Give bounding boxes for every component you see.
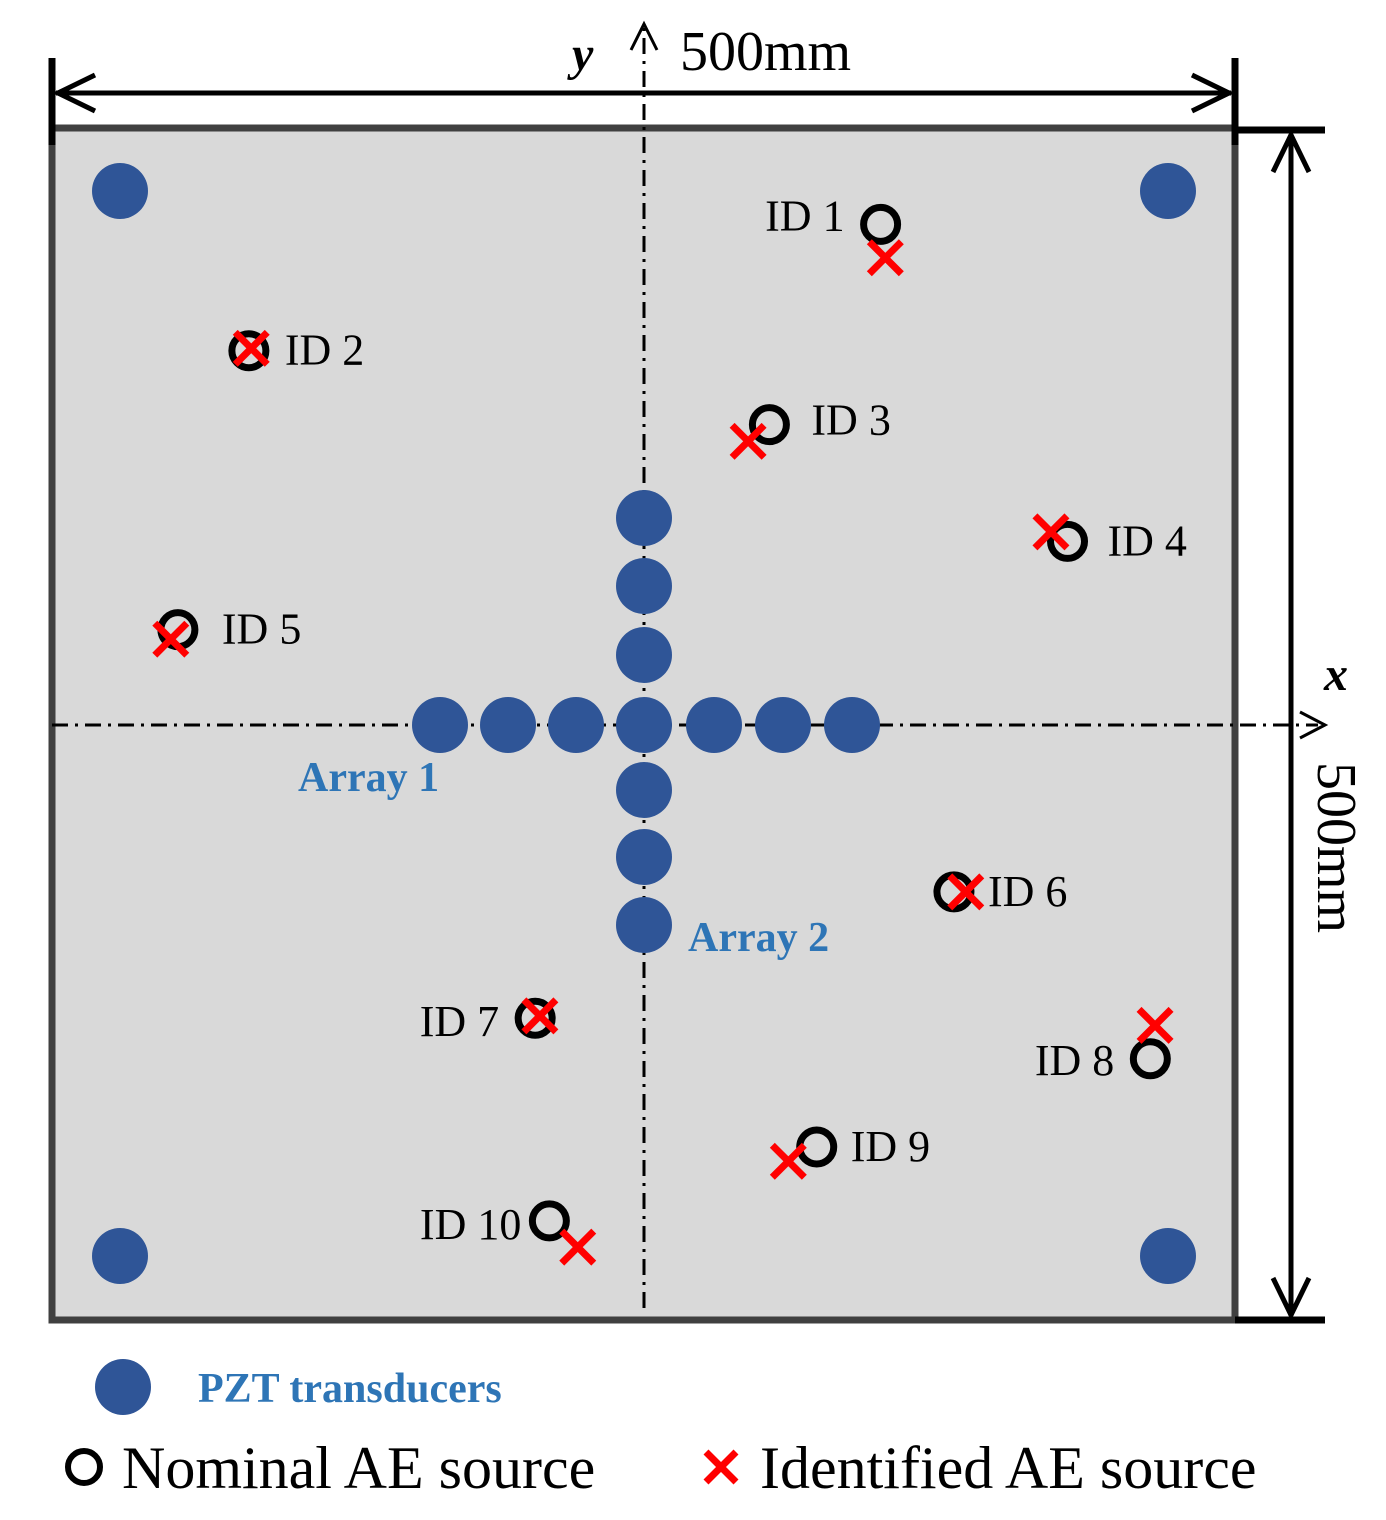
nominal-source-marker (228, 330, 270, 372)
y-axis-label: y (567, 28, 594, 81)
identified-source-marker (947, 873, 985, 911)
source-id-label: ID 2 (285, 326, 364, 375)
array-2-transducer (616, 829, 672, 885)
array-1-transducer (824, 697, 880, 753)
array-1-transducer (686, 697, 742, 753)
source-id-label: ID 1 (765, 191, 844, 240)
identified-source-marker (866, 239, 904, 277)
source-id-label: ID 7 (420, 997, 499, 1046)
ae-source-group: ID 3 (729, 396, 891, 460)
legend-identified-label: Identified AE source (760, 1435, 1257, 1501)
array-2-transducer (616, 897, 672, 953)
nominal-source-marker (748, 404, 790, 446)
source-id-label: ID 6 (988, 867, 1067, 916)
identified-source-marker (729, 422, 767, 460)
array-1-label: Array 1 (298, 755, 439, 801)
array-1-transducer (548, 697, 604, 753)
top-dimension-label: 500mm (680, 21, 851, 83)
identified-source-marker (521, 997, 559, 1035)
ae-source-group: ID 7 (420, 997, 559, 1046)
legend-transducer-swatch (95, 1359, 151, 1415)
array-2-transducer (616, 627, 672, 683)
nominal-source-marker (1047, 520, 1089, 562)
array-1-transducer (480, 697, 536, 753)
ae-source-group: ID 8 (1035, 1006, 1174, 1085)
corner-transducer-top-right (1140, 163, 1196, 219)
array-2-label: Array 2 (688, 915, 829, 961)
source-id-label: ID 3 (811, 396, 890, 445)
identified-source-marker (232, 329, 270, 367)
ae-sources: ID 1 ID 2 ID 3 ID 4 ID 5 ID 6 ID 7 ID 8 ID 9 ID 1… (152, 191, 1187, 1266)
nominal-source-marker (860, 203, 902, 245)
nominal-source-marker (528, 1200, 570, 1242)
identified-source-marker (152, 620, 190, 658)
source-id-label: ID 5 (222, 605, 301, 654)
array-1-transducer (412, 697, 468, 753)
corner-transducer-top-left (92, 163, 148, 219)
legend-identified-swatch (703, 1449, 739, 1485)
ae-source-group: ID 4 (1032, 513, 1187, 565)
corner-transducer-bottom-left (92, 1228, 148, 1284)
y-axis-arrowhead (629, 20, 659, 51)
array-2-transducer (616, 558, 672, 614)
right-dimension-label: 500mm (1305, 762, 1367, 933)
array-2 (616, 490, 672, 953)
identified-source-marker (769, 1142, 807, 1180)
array-1-transducer (755, 697, 811, 753)
ae-source-group: ID 1 (765, 191, 904, 277)
ae-source-group: ID 9 (769, 1122, 930, 1180)
top-dim-arrowhead-right (1190, 72, 1235, 114)
array-2-transducer (616, 490, 672, 546)
corner-transducer-bottom-right (1140, 1228, 1196, 1284)
legend-nominal-swatch (65, 1448, 103, 1486)
nominal-source-marker (514, 997, 556, 1039)
identified-source-marker (559, 1228, 597, 1266)
array-center-transducer (616, 697, 672, 753)
x-axis-arrowhead (1299, 710, 1329, 740)
legend: PZT transducers Nominal AE source Identi… (65, 1359, 1257, 1501)
source-id-label: ID 8 (1035, 1036, 1114, 1085)
array-2-transducer (616, 762, 672, 818)
ae-source-group: ID 5 (152, 605, 301, 658)
legend-nominal-label: Nominal AE source (122, 1435, 595, 1501)
identified-source-marker (1032, 513, 1070, 551)
array-1 (412, 697, 880, 753)
source-id-label: ID 10 (420, 1200, 521, 1249)
source-id-label: ID 4 (1108, 516, 1187, 565)
right-dim-arrowhead-top (1270, 129, 1312, 174)
ae-source-group: ID 10 (420, 1200, 597, 1266)
nominal-source-marker (1129, 1038, 1171, 1080)
nominal-source-marker (933, 871, 975, 913)
x-axis-label: x (1323, 648, 1348, 701)
identified-source-marker (1136, 1006, 1174, 1044)
ae-source-group: ID 2 (228, 326, 364, 375)
right-dim-arrowhead-bottom (1270, 1276, 1312, 1321)
ae-source-group: ID 6 (933, 867, 1067, 916)
source-id-label: ID 9 (851, 1122, 930, 1171)
top-dim-arrowhead-left (52, 72, 97, 114)
legend-transducers-label: PZT transducers (198, 1366, 502, 1412)
